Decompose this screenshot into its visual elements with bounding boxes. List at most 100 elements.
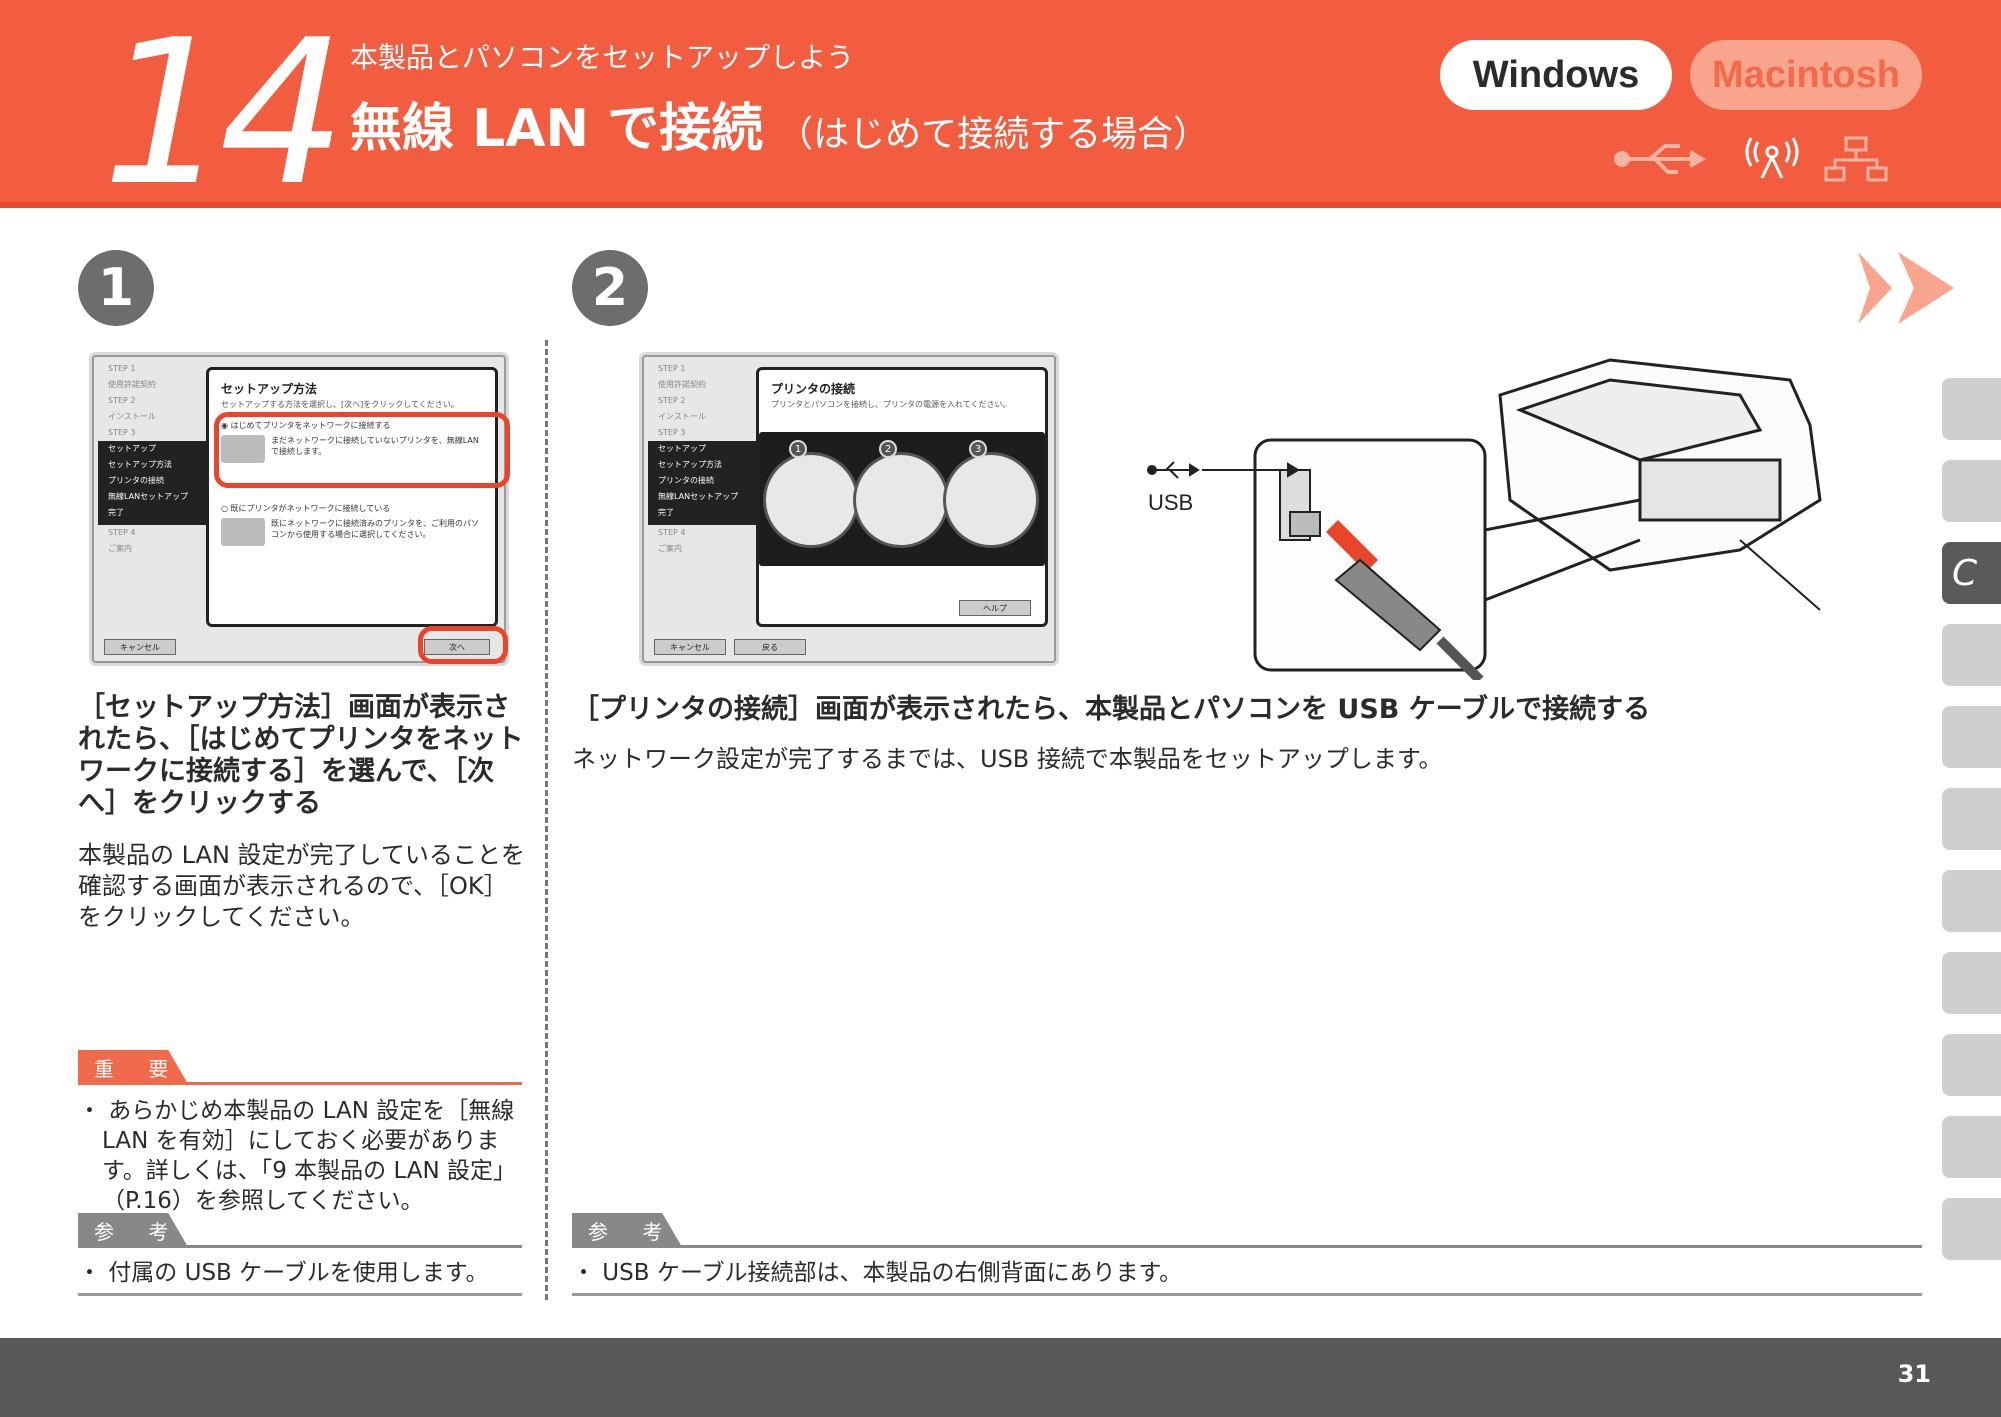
installer-sidebar: STEP 1 使用許諾契約 STEP 2 インストール STEP 3 セットアッ… [648, 361, 760, 637]
index-tab-c[interactable]: C [1942, 542, 2001, 604]
photo-pc [763, 452, 859, 548]
sidebar-step: インストール [108, 412, 156, 421]
page-footer: 31 [0, 1338, 2001, 1417]
printer-connection-screenshot: STEP 1 使用許諾契約 STEP 2 インストール STEP 3 セットアッ… [642, 355, 1056, 663]
left-heading: ［セットアップ方法］画面が表示されたら、［はじめてプリンタをネットワークに接続す… [78, 692, 524, 819]
cancel-button[interactable]: キャンセル [104, 639, 176, 655]
option-description: まだネットワークに接続していないプリンタを、無線LANで接続します。 [271, 436, 479, 456]
sidebar-step: セットアップ方法 [658, 460, 722, 469]
index-tab[interactable] [1942, 1198, 2001, 1260]
os-macintosh-badge: Macintosh [1690, 40, 1922, 110]
sidebar-step: STEP 1 [658, 364, 686, 373]
title-main: 無線 LAN で接続 [350, 99, 764, 159]
photo-power [943, 452, 1039, 548]
cancel-button[interactable]: キャンセル [654, 639, 726, 655]
sidebar-step: STEP 4 [658, 528, 686, 537]
bottom-rule-left [78, 1293, 522, 1296]
important-rule [78, 1082, 522, 1085]
connection-icons [1614, 136, 1888, 182]
reference-tab-left: 参 考 [78, 1213, 188, 1247]
sidebar-step: STEP 3 [108, 428, 136, 437]
sidebar-active-group: セットアップ セットアップ方法 プリンタの接続 無線LANセットアップ 完了 [648, 441, 760, 525]
reference-bullet-right: ・ USB ケーブル接続部は、本製品の右側背面にあります。 [572, 1260, 1183, 1286]
dialog-description: プリンタとパソコンを接続し、プリンタの電源を入れてください。 [771, 400, 1011, 409]
sidebar-step: セットアップ [108, 444, 156, 453]
wired-lan-icon [1824, 136, 1888, 182]
option-description: 既にネットワークに接続済みのプリンタを、ご利用のパソコンから使用する場合に選択し… [271, 519, 479, 539]
index-tab[interactable] [1942, 460, 2001, 522]
photo-printer [853, 452, 949, 548]
sidebar-step: プリンタの接続 [108, 476, 164, 485]
index-tab[interactable] [1942, 1116, 2001, 1178]
reference-rule-right [572, 1245, 1922, 1248]
sidebar-step: 無線LANセットアップ [108, 492, 189, 501]
title-sub: （はじめて接続する場合） [777, 114, 1210, 155]
option-image [221, 435, 265, 463]
right-body: ネットワーク設定が完了するまでは、USB 接続で本製品をセットアップします。 [572, 745, 1443, 773]
bottom-rule-right [572, 1293, 1922, 1296]
connection-photo-strip: 1 2 3 [759, 432, 1045, 566]
sidebar-step: ご案内 [658, 544, 682, 553]
usb-port-zoom [1253, 438, 1487, 680]
sidebar-step: プリンタの接続 [658, 476, 714, 485]
sidebar-step: 使用許諾契約 [658, 380, 706, 389]
sidebar-step: インストール [658, 412, 706, 421]
sidebar-step: 完了 [658, 508, 674, 517]
usb-symbol-icon [1147, 461, 1300, 479]
sidebar-step: セットアップ [658, 444, 706, 453]
sidebar-step: STEP 2 [658, 396, 686, 405]
dialog-title: プリンタの接続 [771, 382, 856, 396]
highlight-next-ring [418, 626, 508, 664]
index-tab[interactable] [1942, 788, 2001, 850]
reference-rule-left [78, 1245, 522, 1248]
sidebar-step: 無線LANセットアップ [658, 492, 739, 501]
option-label: 既にプリンタがネットワークに接続している [230, 504, 391, 513]
setup-method-dialog: セットアップ方法 セットアップする方法を選択し、[次へ]をクリックしてください。… [206, 367, 498, 627]
sidebar-step: ご案内 [108, 544, 132, 553]
option-label: はじめてプリンタをネットワークに接続する [230, 421, 391, 430]
sidebar-step: STEP 1 [108, 364, 136, 373]
step-circle-1: 1 [78, 250, 154, 326]
index-tab[interactable] [1942, 952, 2001, 1014]
important-bullet: ・ あらかじめ本製品の LAN 設定を［無線 LAN を有効］にしておく必要があ… [78, 1098, 517, 1214]
index-tab[interactable] [1942, 870, 2001, 932]
page-number: 31 [1897, 1360, 1931, 1388]
dialog-title: セットアップ方法 [221, 382, 318, 396]
sidebar-step: STEP 2 [108, 396, 136, 405]
left-body: 本製品の LAN 設定が完了していることを確認する画面が表示されるので、［OK］… [78, 841, 525, 931]
dialog-description: セットアップする方法を選択し、[次へ]をクリックしてください。 [221, 400, 459, 409]
os-windows-badge: Windows [1440, 40, 1672, 110]
index-tab[interactable] [1942, 706, 2001, 768]
index-tab[interactable] [1942, 378, 2001, 440]
usb-icon [1614, 144, 1706, 174]
step-circle-2: 2 [572, 250, 648, 326]
next-button[interactable]: 次へ [424, 639, 490, 655]
printer-drawing [1498, 358, 1822, 611]
wireless-icon [1745, 137, 1799, 179]
index-tab[interactable] [1942, 1034, 2001, 1096]
important-tab: 重 要 [78, 1050, 188, 1084]
radio-already-connected-label[interactable]: ○ 既にプリンタがネットワークに接続している [221, 504, 391, 513]
page-title: 無線 LAN で接続 （はじめて接続する場合） [350, 86, 1209, 161]
step-number: 14 [102, 0, 346, 230]
reference-tab-right: 参 考 [572, 1213, 682, 1247]
option-image [221, 518, 265, 546]
next-page-arrows-icon [1858, 252, 1954, 324]
help-button[interactable]: ヘルプ [959, 600, 1031, 616]
sidebar-step: STEP 3 [658, 428, 686, 437]
photo-badge: 1 [789, 440, 807, 458]
sidebar-step: STEP 4 [108, 528, 136, 537]
sidebar-step: セットアップ方法 [108, 460, 172, 469]
back-button[interactable]: 戻る [734, 639, 806, 655]
index-tab[interactable] [1942, 624, 2001, 686]
sidebar-active-group: セットアップ セットアップ方法 プリンタの接続 無線LANセットアップ 完了 [98, 441, 210, 525]
section-kicker: 本製品とパソコンをセットアップしよう [350, 41, 855, 74]
sidebar-step: 使用許諾契約 [108, 380, 156, 389]
sidebar-step: 完了 [108, 508, 124, 517]
printer-connection-dialog: プリンタの接続 プリンタとパソコンを接続し、プリンタの電源を入れてください。 1… [756, 367, 1048, 627]
reference-bullet-left: ・ 付属の USB ケーブルを使用します。 [78, 1260, 489, 1286]
usb-label: USB [1148, 490, 1193, 515]
column-divider [545, 340, 548, 1300]
option-already-connected[interactable]: ○ 既にプリンタがネットワークに接続している 既にネットワークに接続済みのプリン… [221, 503, 483, 546]
